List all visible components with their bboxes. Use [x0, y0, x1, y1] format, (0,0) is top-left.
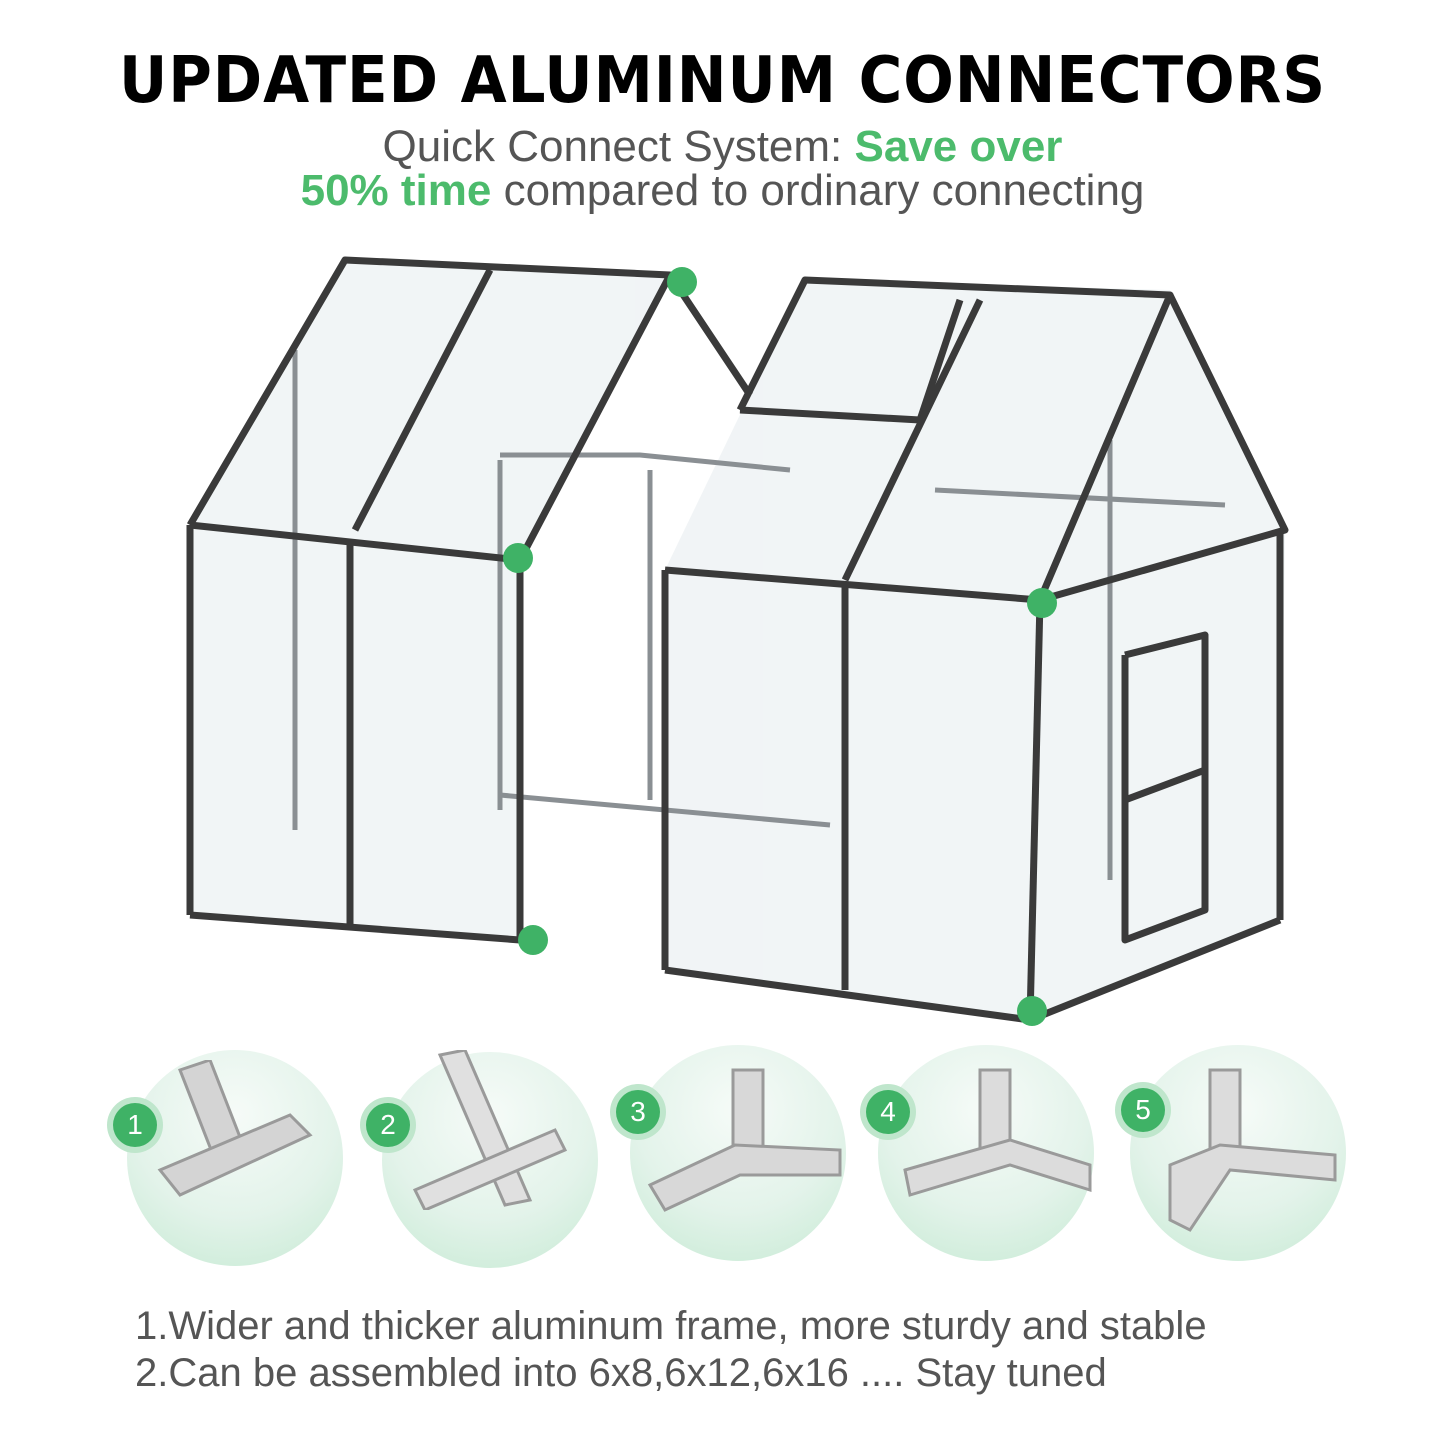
t-connector-icon	[647, 1068, 842, 1212]
subtitle-highlight: Save over	[854, 122, 1063, 171]
subtitle-highlight: 50% time	[300, 166, 492, 215]
connector-marker	[667, 267, 697, 297]
feature-line-1: 1.Wider and thicker aluminum frame, more…	[135, 1304, 1207, 1348]
corner-connector-icon	[1168, 1068, 1337, 1232]
feature-line-2: 2.Can be assembled into 6x8,6x12,6x16 ..…	[135, 1351, 1107, 1395]
connector-marker	[518, 925, 548, 955]
cross-connector-icon	[157, 1060, 313, 1197]
subtitle-line-2: 50% time compared to ordinary connecting	[0, 168, 1445, 214]
greenhouse-illustration	[186, 256, 1289, 1026]
t-connector-icon	[903, 1068, 1092, 1197]
connector-number-badge: 2	[366, 1103, 410, 1147]
connector-number-badge: 5	[1121, 1088, 1165, 1132]
connector-number-badge: 1	[113, 1103, 157, 1147]
connector-number-badge: 3	[616, 1090, 660, 1134]
subtitle-line-1: Quick Connect System: Save over	[0, 124, 1445, 170]
connector-markers	[503, 267, 1057, 1026]
subtitle-text: compared to ordinary connecting	[491, 166, 1145, 215]
connector-marker	[503, 543, 533, 573]
page-title: UPDATED ALUMINUM CONNECTORS	[118, 44, 1327, 118]
cross-connector-icon	[412, 1050, 568, 1210]
connector-marker	[1017, 996, 1047, 1026]
subtitle-text: Quick Connect System:	[382, 122, 855, 171]
connector-number-badge: 4	[866, 1090, 910, 1134]
connector-marker	[1027, 588, 1057, 618]
